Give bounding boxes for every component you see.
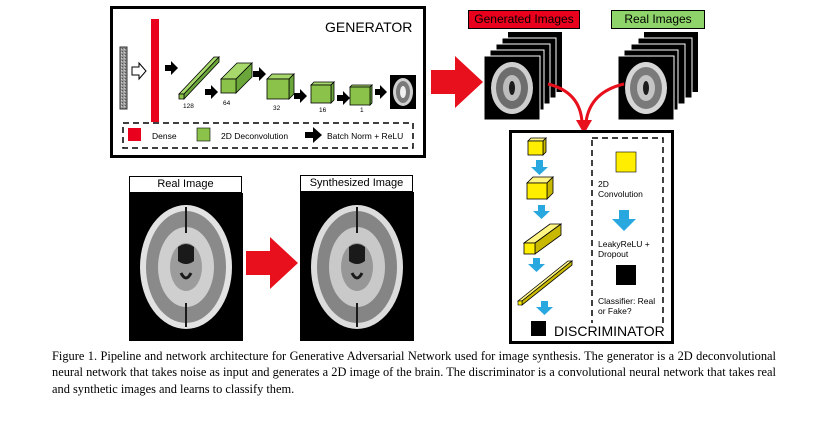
dense-legend-label: Dense [152,131,177,141]
deconv-layer-5 [349,84,373,106]
batchnorm-legend-arrow-icon [305,127,322,143]
deconv-layer-3 [266,73,295,100]
leaky-arrow-icon [533,205,550,219]
red-arrow-to-generated [431,56,483,108]
deconv-layer-4 [310,81,335,104]
batchnorm-arrow-icon [375,85,387,99]
generated-images-tag: Generated Images [468,10,580,29]
hollow-arrow-icon [131,61,147,81]
dense-legend-swatch [128,128,141,141]
leaky-arrow-icon [531,160,548,175]
real-images-stack [618,32,698,121]
classifier-output [531,321,546,336]
curved-arrow-from-generated [547,82,584,123]
noise-input-icon [119,46,128,110]
conv-layer-1 [527,137,547,156]
leaky-legend-label: LeakyReLU + Dropout [598,239,650,259]
conv-layer-4 [516,260,574,306]
batchnorm-arrow-icon [253,67,266,81]
arrowhead-icon [576,120,592,134]
deconv-legend-label: 2D Deconvolution [221,131,288,141]
curved-arrow-from-real [584,82,625,123]
batchnorm-arrow-icon [165,61,178,75]
deconv-layer-2 [220,62,253,94]
stage-label-1: 128 [183,103,194,110]
batchnorm-legend-label: Batch Norm + ReLU [327,131,403,141]
classifier-legend-swatch [616,265,636,285]
conv-legend-swatch [615,151,637,173]
conv-layer-3 [522,223,563,255]
figure-caption: Figure 1. Pipeline and network architect… [52,349,776,396]
stage-label-5: 1 [360,107,364,114]
batchnorm-arrow-icon [205,85,218,99]
discriminator-diagram [516,137,664,336]
stage-label-3: 32 [273,105,281,112]
dense-layer [151,19,159,122]
generator-diagram: 128 64 32 16 1 [119,19,416,149]
discriminator-panel: 2D Convolution LeakyReLU + Dropout Class… [509,130,674,344]
curved-arrows-to-discriminator [547,82,625,134]
real-images-tag: Real Images [611,10,705,29]
red-arrow-real-to-synth [246,237,298,289]
batchnorm-arrow-icon [337,91,350,105]
leaky-arrow-icon [536,301,553,315]
stage-label-2: 64 [223,100,231,107]
generated-images-stack [484,32,562,121]
generator-title: GENERATOR [325,19,413,35]
discriminator-title: DISCRIMINATOR [552,323,667,339]
real-brain-image [129,193,243,341]
leaky-legend-arrow-icon [612,210,636,231]
classifier-legend-label: Classifier: Real or Fake? [598,296,656,316]
deconv-layer-1 [178,55,220,101]
conv-layer-2 [526,176,554,200]
generator-legend-box [122,122,414,149]
synthesized-brain-image [300,192,414,341]
real-image-tag: Real Image [129,176,242,193]
stage-label-4: 16 [319,107,327,114]
synthesized-image-tag: Synthesized Image [300,175,413,192]
leaky-arrow-icon [528,258,545,272]
generated-brain-thumbnail [390,75,416,109]
batchnorm-arrow-icon [294,89,307,103]
deconv-legend-swatch [196,127,211,142]
conv-legend-label: 2D Convolution [598,179,643,199]
generator-panel: GENERATOR 128 64 [110,6,426,158]
